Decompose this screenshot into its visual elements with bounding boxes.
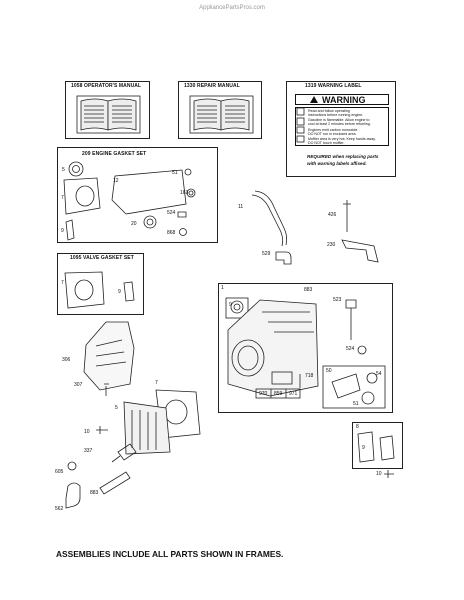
- engine-block-frame[interactable]: [218, 283, 393, 413]
- site-watermark: AppliancePartsPros.com: [199, 5, 265, 11]
- operators-manual-frame[interactable]: 1058 OPERATOR'S MANUAL: [65, 81, 150, 139]
- repair-manual-label: 1330 REPAIR MANUAL: [184, 83, 240, 89]
- part-number: 11: [238, 204, 244, 210]
- part-number: 8: [356, 424, 359, 430]
- part-number: 51: [353, 401, 359, 407]
- part-number: 7: [61, 195, 64, 201]
- warning-label-title: 1319 WARNING LABEL: [305, 83, 362, 89]
- part-number: 524: [346, 346, 355, 352]
- part-number: 529: [262, 251, 271, 257]
- part-number: 524: [167, 210, 176, 216]
- part-number: 20: [131, 221, 137, 227]
- part-number: 883: [304, 287, 313, 293]
- part-number: 859: [274, 391, 283, 397]
- warning-line: DO NOT run in enclosed area.: [308, 132, 357, 136]
- part-number: 306: [62, 357, 71, 363]
- warning-line: Gasoline is flammable. Allow engine to: [308, 118, 370, 122]
- warning-line: Read and follow operating: [308, 109, 350, 113]
- part-number: 163: [180, 190, 189, 196]
- small-gasket-frame[interactable]: [352, 422, 403, 469]
- part-number: 883: [90, 490, 99, 496]
- warning-line: instructions before running engine.: [308, 113, 364, 117]
- part-number: 10: [376, 471, 382, 477]
- book-icon: [189, 95, 254, 134]
- part-number: 970: [259, 391, 268, 397]
- part-number: 868: [167, 230, 176, 236]
- part-number: 10: [84, 429, 90, 435]
- part-number: 9: [61, 228, 64, 234]
- warning-heading: WARNING: [322, 95, 366, 105]
- warning-note-2: with warning labels affixed.: [307, 161, 367, 166]
- part-number: 5: [62, 167, 65, 173]
- warning-line: DO NOT touch muffler.: [308, 141, 345, 145]
- part-number: 718: [305, 373, 314, 379]
- part-number: 426: [328, 212, 337, 218]
- part-number: 523: [333, 297, 342, 303]
- part-number: 12: [113, 178, 119, 184]
- part-number: 562: [55, 506, 64, 512]
- part-number: 337: [84, 448, 93, 454]
- engine-gasket-set-frame[interactable]: 209 ENGINE GASKET SET: [57, 147, 218, 243]
- valve-gasket-set-frame[interactable]: 1095 VALVE GASKET SET: [57, 253, 144, 315]
- part-number: 307: [74, 382, 83, 388]
- part-number: 51: [172, 170, 178, 176]
- valve-gasket-set-label: 1095 VALVE GASKET SET: [70, 255, 134, 261]
- operators-manual-label: 1058 OPERATOR'S MANUAL: [71, 83, 142, 89]
- book-icon: [76, 95, 141, 134]
- part-number: 50: [326, 368, 332, 374]
- warning-note-1: REQUIRED when replacing parts: [307, 154, 379, 159]
- warning-text-box: Read and follow operating instructions b…: [295, 107, 389, 146]
- warning-line: cool at least 2 minutes before refueling…: [308, 122, 371, 126]
- part-number: 971: [289, 391, 298, 397]
- warning-triangle-icon: [310, 96, 318, 103]
- part-number: 9: [362, 445, 365, 451]
- part-number: 1: [221, 285, 224, 291]
- repair-manual-frame[interactable]: 1330 REPAIR MANUAL: [178, 81, 262, 139]
- warning-line: Muffler area is very hot. Keep hands awa…: [308, 137, 376, 141]
- part-number: 605: [55, 469, 64, 475]
- part-number: 230: [327, 242, 336, 248]
- part-number: 54: [376, 371, 382, 377]
- part-number: 5: [115, 405, 118, 411]
- part-number: 9: [118, 289, 121, 295]
- part-number: 9: [229, 302, 232, 308]
- warning-label-frame[interactable]: 1319 WARNING LABEL WARNING Read and foll…: [286, 81, 396, 177]
- warning-line: Engines emit carbon monoxide.: [308, 128, 359, 132]
- part-number: 7: [61, 280, 64, 286]
- warning-banner: WARNING: [295, 94, 389, 105]
- engine-gasket-set-label: 209 ENGINE GASKET SET: [82, 151, 147, 157]
- footer-note: ASSEMBLIES INCLUDE ALL PARTS SHOWN IN FR…: [56, 549, 284, 559]
- part-number: 7: [155, 380, 158, 386]
